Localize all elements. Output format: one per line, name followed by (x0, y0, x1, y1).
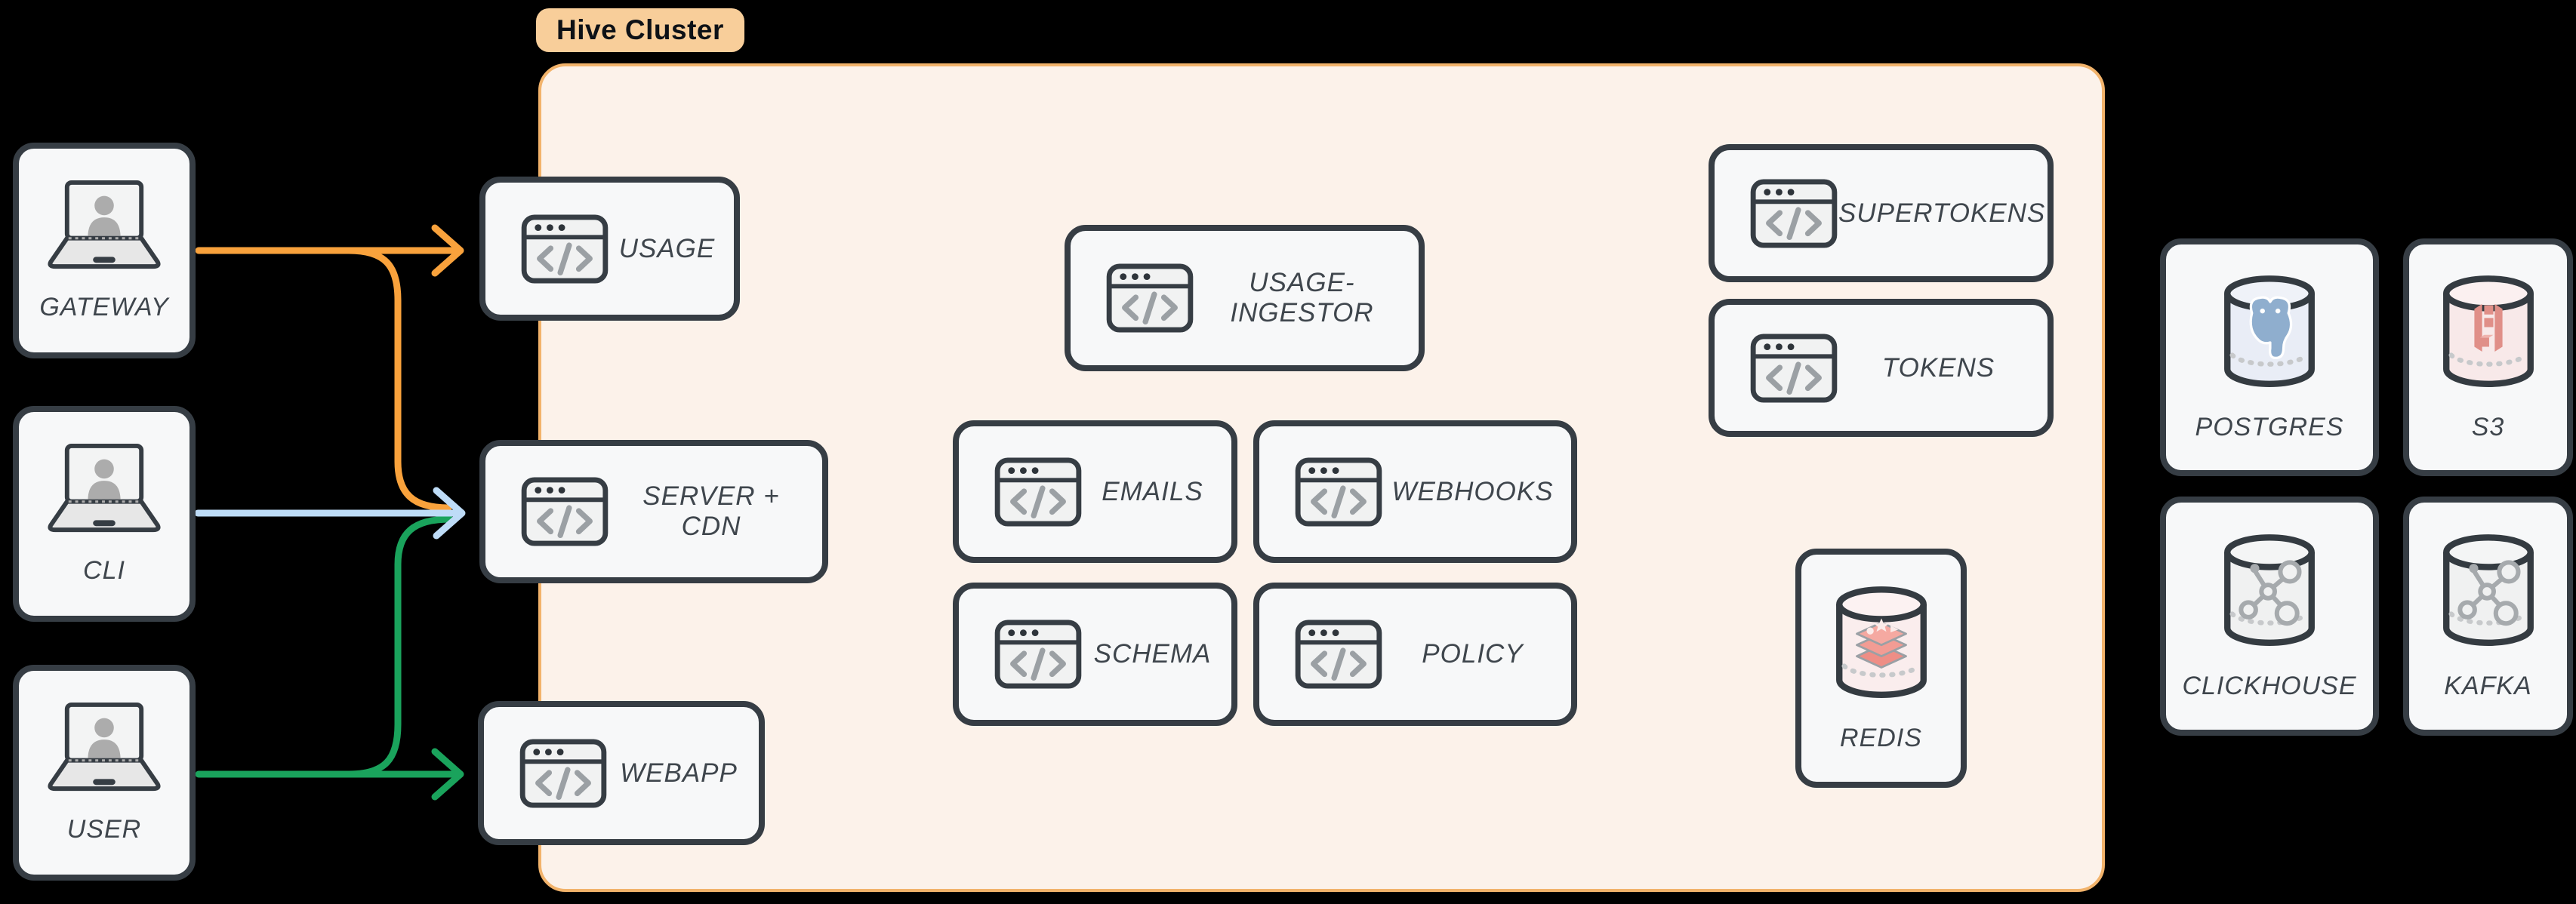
code-window-icon (994, 619, 1083, 690)
redis-database-icon (1829, 583, 1934, 703)
service-label: POLICY (1422, 639, 1524, 669)
database-s3: S3 (2403, 238, 2573, 476)
service-emails: EMAILS (953, 420, 1237, 563)
code-window-icon (520, 476, 609, 547)
service-usage: USAGE (479, 177, 740, 321)
arrow-cli-to-server-cdn-head (433, 487, 466, 540)
clickhouse-database-icon (2217, 531, 2322, 650)
client-cli: CLI (13, 406, 196, 622)
service-webhooks: WEBHOOKS (1253, 420, 1577, 563)
service-label: SCHEMA (1093, 639, 1212, 669)
service-supertokens: SUPERTOKENS (1709, 144, 2054, 282)
kafka-database-icon (2436, 531, 2541, 650)
database-label: KAFKA (2444, 672, 2532, 700)
code-window-icon (994, 457, 1083, 527)
service-label: SERVER + CDN (642, 481, 780, 541)
database-postgres: POSTGRES (2160, 238, 2379, 476)
service-label: SUPERTOKENS (1838, 198, 2046, 228)
cache-redis: REDIS (1795, 549, 1967, 788)
laptop-user-icon (41, 442, 168, 535)
service-usage-ingestor: USAGE-INGESTOR (1065, 225, 1425, 371)
code-window-icon (1105, 263, 1194, 334)
database-label: S3 (2471, 413, 2505, 441)
arrow-user-to-webapp-head (431, 748, 464, 801)
client-label: CLI (83, 556, 125, 585)
client-label: USER (66, 815, 142, 844)
hive-cluster-badge: Hive Cluster (536, 8, 744, 52)
service-label: EMAILS (1102, 476, 1203, 506)
service-schema: SCHEMA (953, 583, 1237, 726)
code-window-icon (1749, 333, 1838, 404)
service-policy: POLICY (1253, 583, 1577, 726)
s3-database-icon (2436, 272, 2541, 392)
service-tokens: TOKENS (1709, 299, 2054, 437)
laptop-user-icon (41, 179, 168, 272)
client-gateway: GATEWAY (13, 143, 196, 358)
postgres-database-icon (2217, 272, 2322, 392)
client-user: USER (13, 665, 196, 881)
service-label: USAGE-INGESTOR (1230, 268, 1374, 327)
code-window-icon (1294, 619, 1383, 690)
service-label: USAGE (618, 233, 716, 263)
database-clickhouse: CLICKHOUSE (2160, 497, 2379, 736)
service-label: WEBAPP (620, 758, 738, 788)
arrow-gateway-to-server-cdn (345, 247, 452, 512)
database-kafka: KAFKA (2403, 497, 2573, 736)
code-window-icon (1294, 457, 1383, 527)
service-server-cdn: SERVER + CDN (479, 440, 828, 583)
service-label: WEBHOOKS (1391, 476, 1554, 506)
cache-label: REDIS (1840, 724, 1922, 752)
code-window-icon (1749, 178, 1838, 249)
code-window-icon (520, 214, 609, 284)
client-label: GATEWAY (39, 293, 169, 321)
arrow-user-to-server-cdn (345, 515, 454, 778)
service-webapp: WEBAPP (478, 701, 765, 845)
database-label: CLICKHOUSE (2182, 672, 2357, 700)
service-label: TOKENS (1881, 352, 1995, 383)
laptop-user-icon (41, 701, 168, 794)
code-window-icon (519, 738, 608, 809)
database-label: POSTGRES (2195, 413, 2344, 441)
arrow-gateway-to-usage-head (431, 224, 464, 277)
